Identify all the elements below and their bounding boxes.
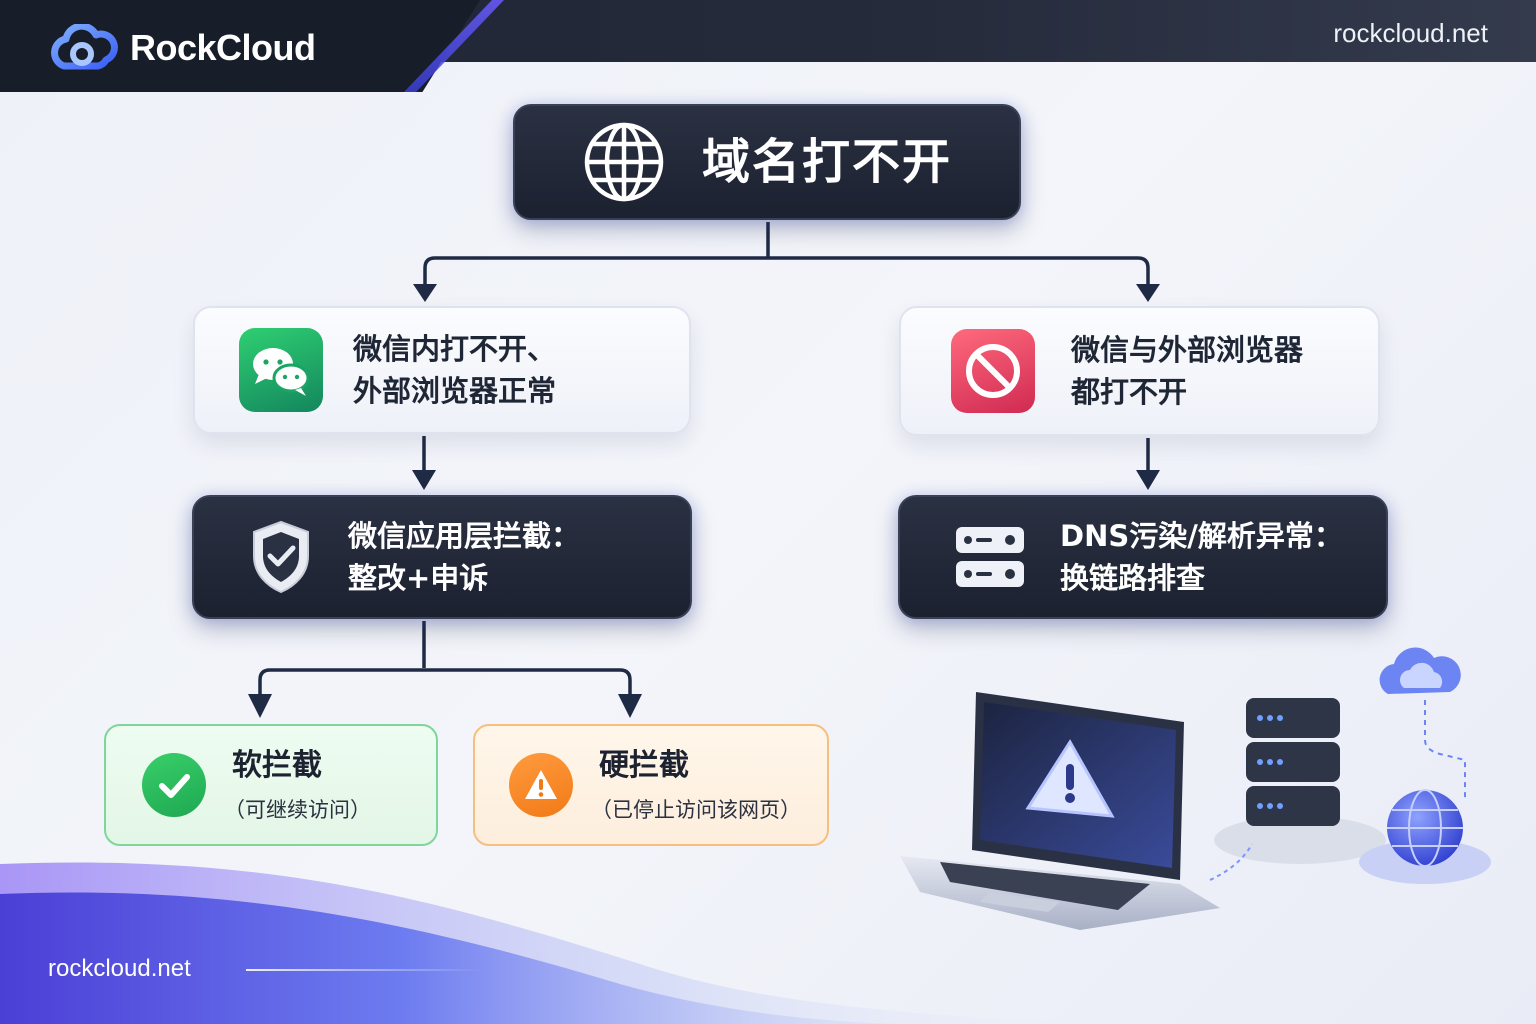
shield-check-icon xyxy=(253,520,309,594)
ban-icon xyxy=(951,329,1035,413)
dns-server-icon xyxy=(956,527,1024,587)
condition-right-line2: 都打不开 xyxy=(1071,375,1188,409)
wechat-icon xyxy=(239,328,323,412)
soft-block-title: 软拦截 xyxy=(232,748,322,783)
bottom-wave xyxy=(0,862,1100,1024)
globe-icon xyxy=(584,122,664,202)
server-stack-icon xyxy=(1214,698,1386,864)
condition-left-line2: 外部浏览器正常 xyxy=(353,374,557,408)
root-node: 域名打不开 xyxy=(513,104,1021,220)
diagnosis-right-line2: 换链路排查 xyxy=(1060,561,1206,595)
soft-block-subtitle: （可继续访问） xyxy=(224,798,371,822)
site-url-bottom[interactable]: rockcloud.net xyxy=(48,955,191,982)
brand-logo[interactable]: RockCloud xyxy=(46,24,316,72)
footer-divider xyxy=(246,969,482,971)
diagnosis-dns: DNS污染/解析异常： 换链路排查 xyxy=(898,495,1388,619)
diagnosis-right-line1: DNS污染/解析异常： xyxy=(1060,519,1343,553)
root-title: 域名打不开 xyxy=(701,134,952,190)
globe-network-icon xyxy=(1359,789,1491,884)
laptop-icon xyxy=(900,692,1220,930)
check-circle-icon xyxy=(142,753,206,817)
result-soft-block: 软拦截 （可继续访问） xyxy=(104,724,438,846)
diagnosis-left-line2: 整改+申诉 xyxy=(348,561,489,595)
hard-block-subtitle: （已停止访问该网页） xyxy=(591,798,801,822)
diagnosis-left-line1: 微信应用层拦截： xyxy=(348,519,581,553)
warning-circle-icon xyxy=(509,753,573,817)
cloud-icon xyxy=(1379,647,1466,800)
network-illustration xyxy=(900,647,1491,930)
diagnosis-wechat-block: 微信应用层拦截： 整改+申诉 xyxy=(192,495,692,619)
cloud-logo-icon xyxy=(51,24,118,70)
hard-block-title: 硬拦截 xyxy=(599,748,689,783)
condition-all-blocked: 微信与外部浏览器 都打不开 xyxy=(899,306,1380,436)
condition-left-line1: 微信内打不开、 xyxy=(353,332,557,366)
site-url-top[interactable]: rockcloud.net xyxy=(1333,18,1488,48)
condition-wechat-only: 微信内打不开、 外部浏览器正常 xyxy=(193,306,691,434)
result-hard-block: 硬拦截 （已停止访问该网页） xyxy=(473,724,829,846)
condition-right-line1: 微信与外部浏览器 xyxy=(1071,333,1304,367)
brand-name: RockCloud xyxy=(130,27,316,68)
